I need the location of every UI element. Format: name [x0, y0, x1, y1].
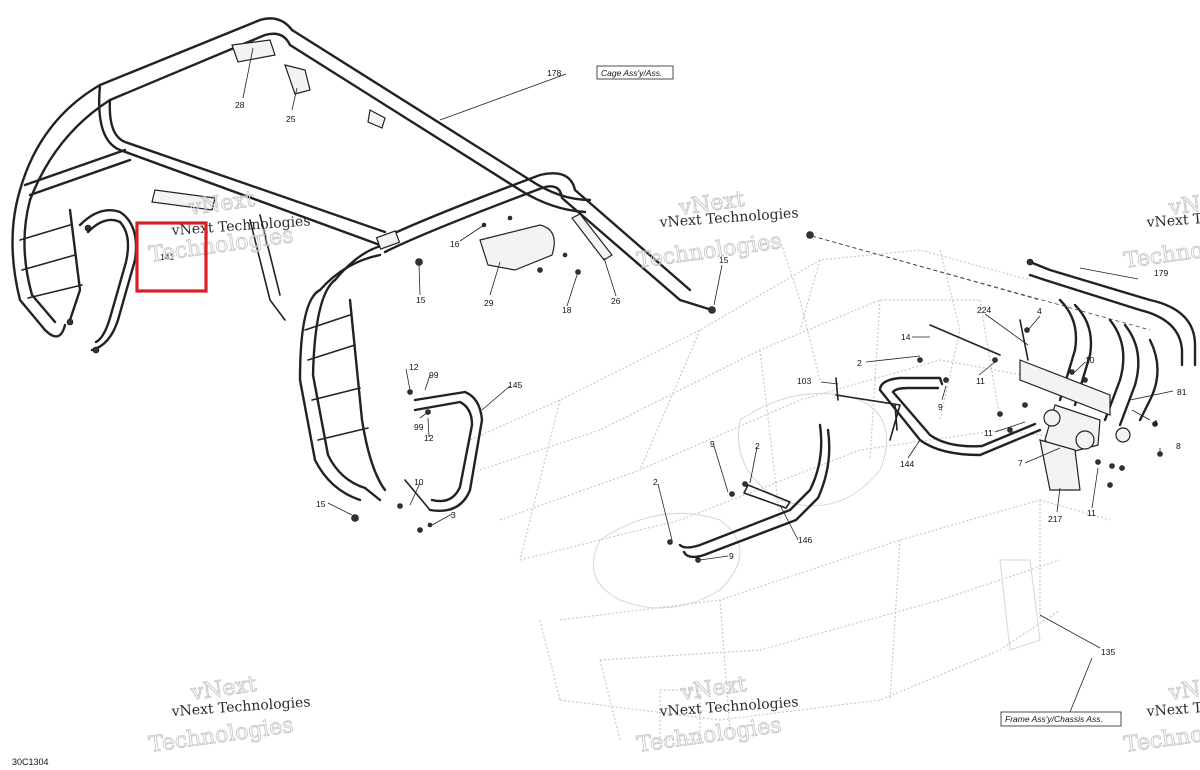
- callout-29: 29: [484, 298, 494, 308]
- callout-15-upper: 15: [416, 295, 426, 305]
- callout-12-upper: 12: [409, 362, 419, 372]
- callout-99-upper: 99: [429, 370, 439, 380]
- callout-11-upper: 11: [976, 376, 985, 386]
- callout-14: 14: [901, 332, 911, 342]
- callout-28: 28: [235, 100, 245, 110]
- callout-9-lower: 9: [729, 551, 734, 561]
- callout-4-lower: 4: [1153, 418, 1158, 428]
- callout-178: 178: [547, 68, 561, 78]
- leader-lines: [242, 47, 1174, 713]
- callout-10-upper: 10: [1085, 355, 1095, 365]
- callout-135: 135: [1101, 647, 1115, 657]
- callout-9-mid: 9: [710, 439, 715, 449]
- svg-text:Technologies: Technologies: [147, 713, 295, 758]
- callout-103: 103: [797, 376, 811, 386]
- callout-224: 224: [977, 305, 991, 315]
- callout-15-lower: 15: [316, 499, 326, 509]
- callout-99-lower: 99: [414, 422, 424, 432]
- callout-144: 144: [900, 459, 914, 469]
- watermark-3: vNext vNext Technologies Technologies: [1122, 187, 1200, 275]
- callout-26: 26: [611, 296, 621, 306]
- callout-labels: 178 28 25 141 16 15 29 18 26 15 179 224 …: [160, 68, 1187, 657]
- callout-11-mid: 11: [984, 428, 993, 438]
- rear-support-assembly: [929, 260, 1197, 491]
- callout-18: 18: [562, 305, 572, 315]
- part-141-highlight-box[interactable]: [135, 221, 208, 293]
- svg-text:vNext: vNext: [186, 187, 256, 221]
- frame-assembly-ghost: [469, 239, 1111, 741]
- callout-9-upper: 9: [938, 402, 943, 412]
- bar-144: [835, 376, 1042, 457]
- callout-15-right: 15: [719, 255, 729, 265]
- callout-12-lower: 12: [424, 433, 434, 443]
- frame-reference-label: Frame Ass'y/Chassis Ass.: [1005, 714, 1103, 724]
- callout-3: 3: [451, 510, 456, 520]
- figure-number: 30C1304: [12, 757, 49, 767]
- callout-179: 179: [1154, 268, 1168, 278]
- svg-text:Technologies: Technologies: [1122, 713, 1200, 758]
- bar-145: [404, 390, 484, 512]
- watermark-4: vNext vNext Technologies Technologies: [147, 672, 311, 759]
- svg-text:Technologies: Technologies: [635, 229, 783, 274]
- callout-81: 81: [1177, 387, 1187, 397]
- callout-145: 145: [508, 380, 522, 390]
- callout-7: 7: [1018, 458, 1023, 468]
- callout-2-upper: 2: [857, 358, 862, 368]
- bar-146: [678, 423, 831, 559]
- callout-141: 141: [160, 252, 174, 262]
- cage-reference-label: Cage Ass'y/Ass.: [601, 68, 662, 78]
- callout-11-lower: 11: [1087, 508, 1096, 518]
- cage-assembly: [11, 17, 714, 502]
- callout-10-lower: 10: [414, 477, 424, 487]
- callout-8: 8: [1176, 441, 1181, 451]
- watermark-6: vNext vNext Technologies Technologies: [1122, 672, 1200, 759]
- callout-2-mid: 2: [755, 441, 760, 451]
- svg-text:Technologies: Technologies: [635, 713, 783, 758]
- svg-text:Technologies: Technologies: [1122, 229, 1200, 274]
- fasteners: [66, 215, 1163, 563]
- callout-146: 146: [798, 535, 812, 545]
- callout-4-upper: 4: [1037, 306, 1042, 316]
- watermark-2: vNext vNext Technologies Technologies: [635, 187, 799, 275]
- callout-217: 217: [1048, 514, 1062, 524]
- watermark-5: vNext vNext Technologies Technologies: [635, 672, 799, 759]
- callout-25: 25: [286, 114, 296, 124]
- frame-reference: Frame Ass'y/Chassis Ass.: [1000, 711, 1122, 727]
- cage-reference: Cage Ass'y/Ass.: [596, 65, 674, 80]
- callout-2-lower: 2: [653, 477, 658, 487]
- callout-16: 16: [450, 239, 460, 249]
